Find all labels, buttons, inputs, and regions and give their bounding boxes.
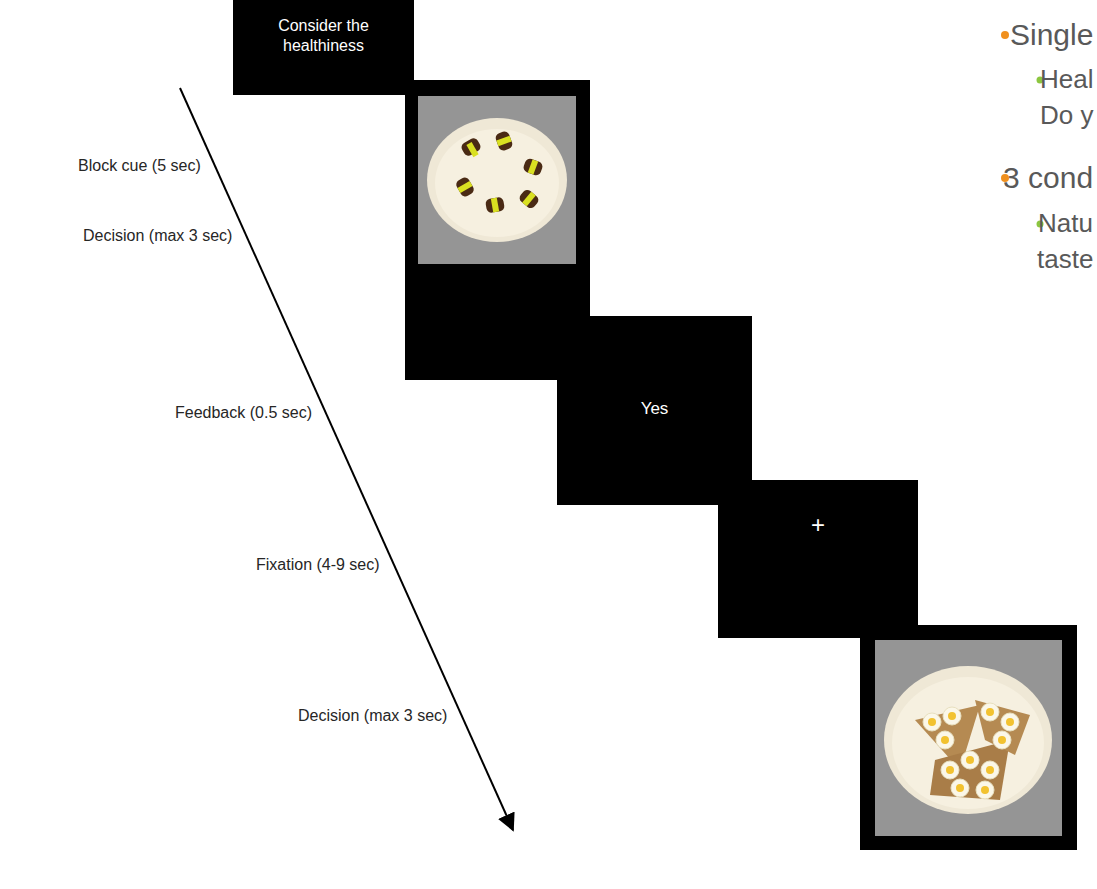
bullet-text: Single xyxy=(1010,17,1093,53)
phase-label: Fixation (4-9 sec) xyxy=(256,555,380,574)
bullet-text: taste xyxy=(1037,244,1093,275)
bullet-text: Do y xyxy=(1040,100,1093,131)
cue-screen: Consider the healthiness xyxy=(233,0,414,95)
phase-label: Decision (max 3 sec) xyxy=(83,226,232,245)
screen-text: Yes xyxy=(641,398,669,419)
phase-label: Feedback (0.5 sec) xyxy=(175,403,312,422)
screen-text: Consider the healthiness xyxy=(253,16,394,56)
bullet xyxy=(1001,31,1009,39)
bullet-text: 3 cond xyxy=(1003,160,1093,196)
bullet-text: Heal xyxy=(1040,64,1093,95)
food-screen xyxy=(860,625,1077,850)
fixation-screen: + xyxy=(718,480,918,638)
phase-label: Block cue (5 sec) xyxy=(78,156,201,175)
screen-text: + xyxy=(811,510,825,540)
feedback-screen: Yes xyxy=(557,316,752,505)
phase-label: Decision (max 3 sec) xyxy=(298,706,447,725)
bullet-text: Natu xyxy=(1038,208,1093,239)
